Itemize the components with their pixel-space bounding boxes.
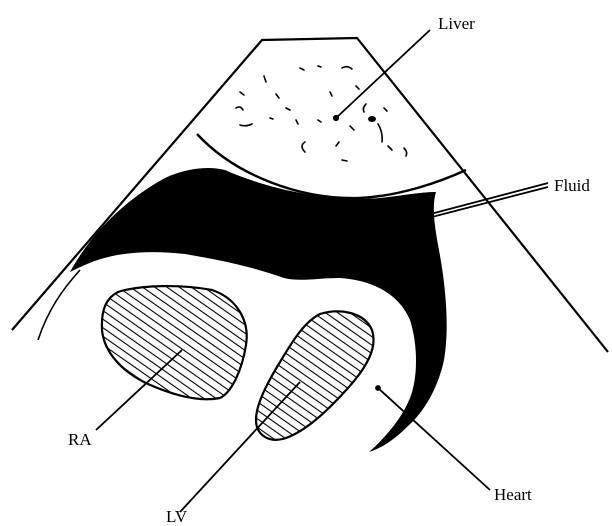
heart-label: Heart [494,486,532,503]
left-ventricle [256,311,374,439]
fluid-label: Fluid [554,177,590,194]
heart-leader [378,388,490,490]
right-atrium [102,286,247,399]
lv-label: LV [166,508,187,525]
liver-texture [236,66,407,161]
lv-leader [180,382,300,512]
liver-leader [336,30,430,118]
pericardium-left-line [38,270,80,340]
ra-label: RA [68,431,92,448]
liver-dot [368,116,376,122]
liver-label: Liver [438,15,475,32]
